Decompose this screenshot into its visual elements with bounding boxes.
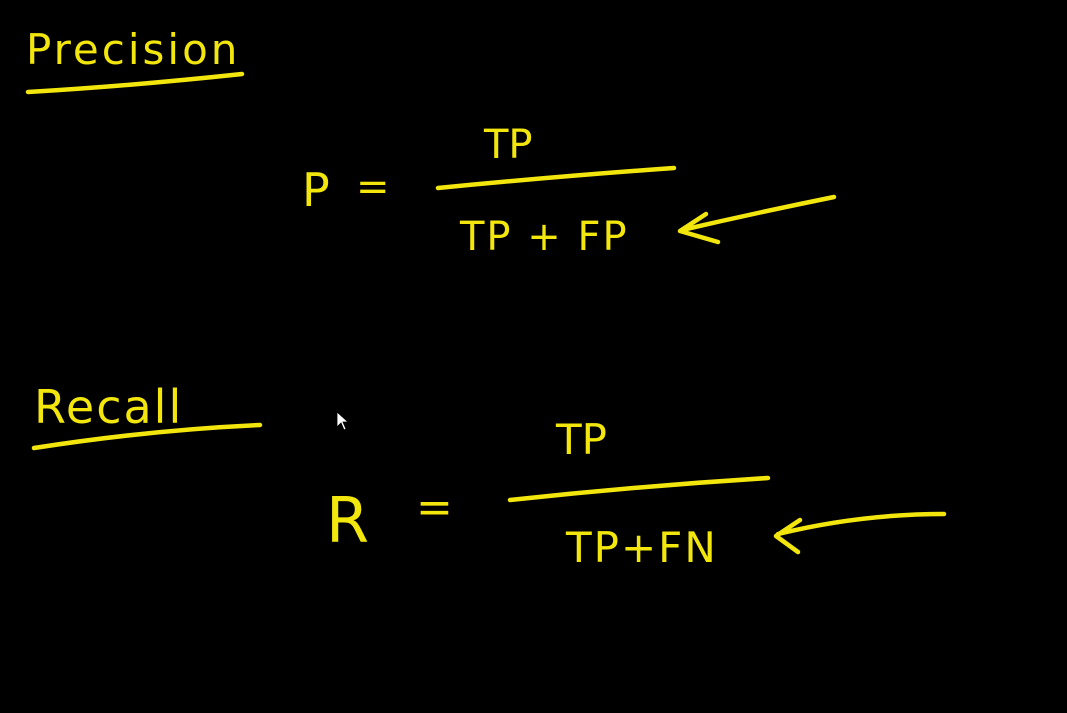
precision-equals-sign: =: [356, 164, 390, 210]
recall-heading-underline: [31, 422, 263, 451]
recall-heading: Recall: [34, 380, 183, 434]
mouse-pointer-icon: [336, 411, 350, 431]
recall-equals-sign: =: [416, 482, 453, 533]
recall-numerator: TP: [555, 415, 607, 464]
precision-numerator: TP: [483, 122, 533, 168]
precision-heading-underline: [25, 71, 245, 95]
recall-arrow-left-icon: [773, 511, 947, 555]
precision-symbol: P: [302, 163, 330, 217]
precision-fraction-bar: [435, 165, 677, 191]
precision-heading: Precision: [26, 25, 240, 74]
precision-denominator: TP + FP: [459, 214, 629, 260]
precision-arrow-left-icon: [677, 194, 837, 245]
recall-symbol: R: [326, 484, 369, 557]
recall-fraction-bar: [507, 475, 771, 503]
precision-section: Precision P = TP TP + FP: [25, 25, 837, 260]
recall-denominator: TP+FN: [565, 523, 718, 572]
recall-section: Recall R = TP TP+FN: [31, 380, 947, 572]
